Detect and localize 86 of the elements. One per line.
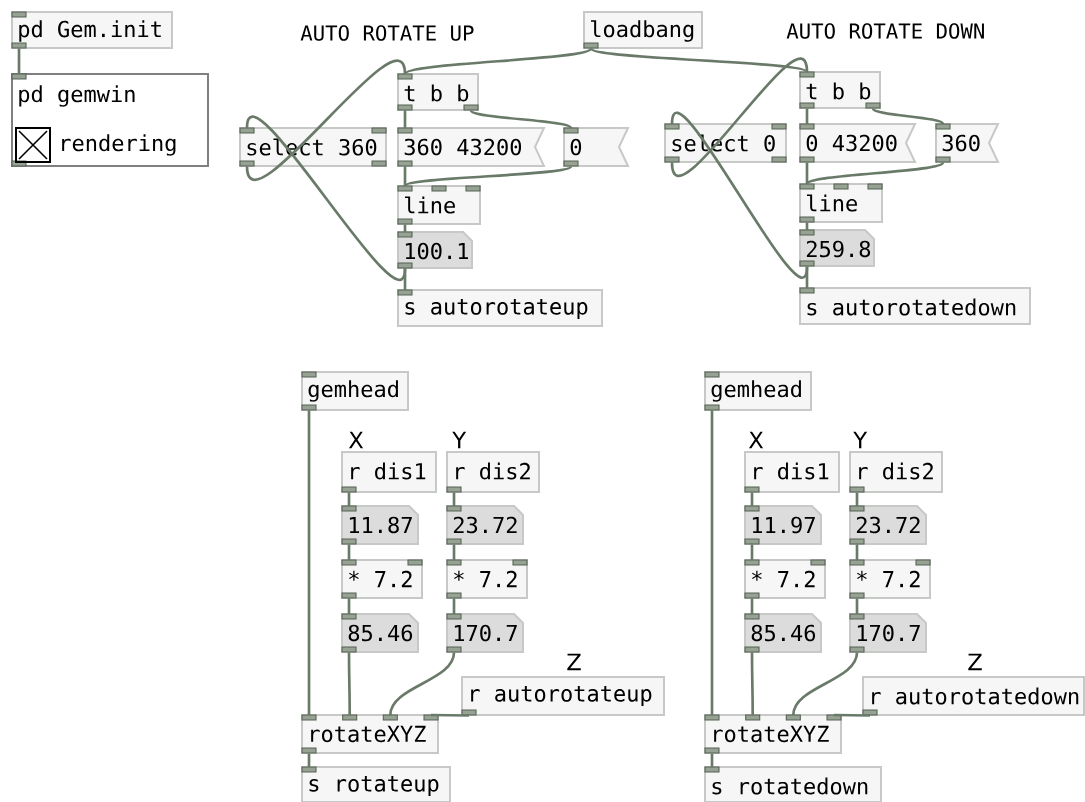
- object-box: gemhead: [704, 371, 812, 411]
- axis-label: Y: [452, 431, 467, 449]
- patch-cord: [403, 224, 407, 232]
- patch-cord: [403, 166, 407, 186]
- object-box: line: [799, 183, 883, 223]
- patch-cord: [670, 58, 809, 177]
- patch-cord: [245, 116, 407, 281]
- patch-cord: [431, 713, 470, 717]
- axis-label: Z: [567, 653, 581, 671]
- patch-cord: [452, 544, 456, 560]
- patch-cord: [307, 753, 311, 767]
- object-box: t b b: [397, 73, 479, 111]
- object-box: t b b: [799, 71, 881, 109]
- patch-cord: [750, 492, 754, 506]
- patch-cord: [347, 544, 351, 560]
- object-box: r dis2: [849, 451, 943, 493]
- number-box: 170.7: [849, 613, 927, 653]
- object-box: s rotateup: [301, 766, 451, 802]
- axis-label: Y: [853, 431, 868, 449]
- patch-cord: [805, 108, 809, 124]
- number-box: 11.87: [341, 505, 419, 545]
- patch-cord: [834, 713, 871, 717]
- patch-cord: [805, 222, 809, 230]
- number-box: 85.46: [744, 613, 822, 653]
- object-box: s autorotatedown: [799, 287, 1031, 325]
- object-box: pd Gem.init: [11, 11, 173, 49]
- patch-cord: [452, 598, 456, 614]
- patch-cord: [389, 652, 456, 716]
- patch-cord: [855, 492, 859, 506]
- object-box: * 7.2: [446, 559, 528, 599]
- patch-cord: [805, 162, 809, 184]
- number-box: 100.1: [397, 231, 473, 269]
- patch-cord: [806, 161, 944, 185]
- number-box: 259.8: [799, 229, 875, 267]
- patch-cord: [347, 492, 351, 506]
- patch-cord: [750, 652, 755, 715]
- patch-cord: [452, 492, 456, 506]
- patch-cord: [347, 652, 352, 715]
- patch-cord: [855, 598, 859, 614]
- object-box: * 7.2: [849, 559, 931, 599]
- object-box: s autorotateup: [397, 289, 603, 327]
- patch-cord: [710, 410, 714, 715]
- patch-cord: [245, 60, 407, 181]
- object-box: r dis1: [744, 451, 840, 493]
- object-box: s rotatedown: [704, 766, 882, 802]
- object-box: line: [397, 185, 481, 225]
- section-heading: AUTO ROTATE DOWN: [786, 23, 984, 39]
- message-box: 360 43200: [397, 127, 546, 167]
- patch-cord: [855, 544, 859, 560]
- axis-label: X: [748, 431, 764, 449]
- patch-cord: [403, 110, 407, 128]
- object-box: r autorotatedown: [862, 676, 1085, 716]
- object-box: gemhead: [301, 371, 409, 411]
- patch-cord: [307, 410, 311, 715]
- patch-cord: [792, 652, 859, 716]
- axis-label: Z: [968, 653, 982, 671]
- patch-cord: [750, 544, 754, 560]
- patch-cord: [750, 598, 754, 614]
- number-box: 85.46: [341, 613, 419, 653]
- patch-cord: [17, 48, 21, 74]
- section-heading: AUTO ROTATE UP: [300, 25, 474, 41]
- object-box: * 7.2: [744, 559, 826, 599]
- patch-cord: [404, 165, 572, 188]
- patch-cord: [470, 109, 572, 129]
- object-box: r autorotateup: [461, 676, 665, 716]
- object-box: * 7.2: [341, 559, 423, 599]
- object-box: r dis2: [446, 451, 540, 493]
- patch-cord: [347, 598, 351, 614]
- number-box: 23.72: [446, 505, 524, 545]
- patch-cord: [872, 107, 944, 125]
- node-label: rendering: [62, 134, 176, 156]
- number-box: 23.72: [849, 505, 927, 545]
- patch-cord: [404, 47, 592, 76]
- patch-cord: [590, 47, 808, 74]
- patch-cord: [710, 753, 714, 767]
- object-box: loadbang: [583, 11, 703, 49]
- number-box: 11.97: [744, 505, 822, 545]
- message-box: 360: [935, 123, 1000, 163]
- message-box: 0 43200: [799, 123, 917, 163]
- message-box: 0: [563, 127, 630, 167]
- object-box: rotateXYZ: [704, 714, 842, 754]
- toggle-box: rendering: [15, 127, 176, 163]
- object-box: rotateXYZ: [301, 714, 439, 754]
- axis-label: X: [348, 431, 364, 449]
- object-box: r dis1: [341, 451, 437, 493]
- number-box: 170.7: [446, 613, 524, 653]
